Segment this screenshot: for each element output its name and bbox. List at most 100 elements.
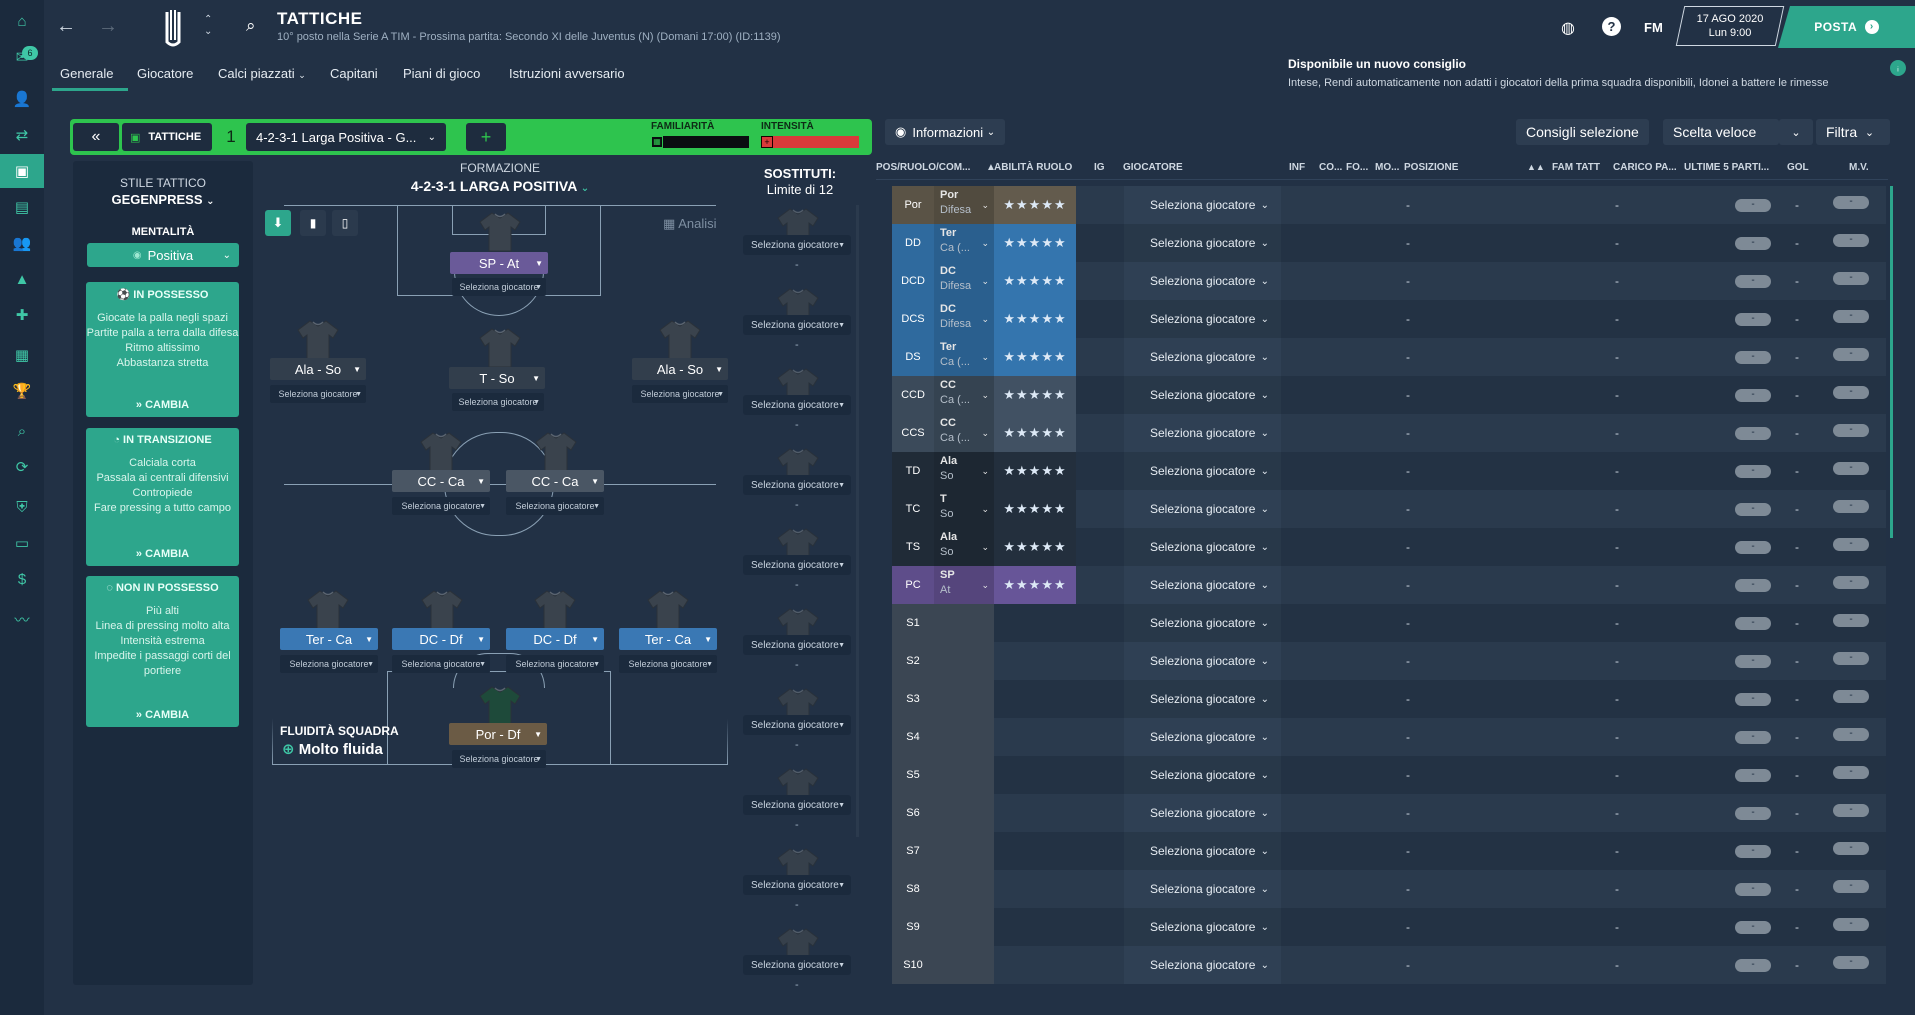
substitute-select[interactable]: Seleziona giocatore▼: [743, 955, 851, 975]
player-select[interactable]: Seleziona giocatore⌄: [1124, 490, 1281, 528]
report-icon[interactable]: 〰: [14, 611, 30, 629]
player-select[interactable]: Seleziona giocatore⌄: [1124, 794, 1281, 832]
formation-select[interactable]: 4-2-3-1 LARGA POSITIVA ⌄: [390, 178, 610, 194]
change-out-of-possession-button[interactable]: » CAMBIA: [86, 709, 239, 721]
analysis-button[interactable]: ▦ Analisi: [663, 216, 717, 232]
clipboard-icon[interactable]: ▤: [14, 199, 30, 216]
select-player-dropdown[interactable]: Seleziona giocatore▼: [506, 497, 604, 515]
change-transition-button[interactable]: » CAMBIA: [86, 548, 239, 560]
select-player-dropdown[interactable]: Seleziona giocatore▼: [506, 655, 604, 673]
style-select[interactable]: GEGENPRESS ⌄: [73, 192, 253, 207]
player-select[interactable]: Seleziona giocatore⌄: [1124, 604, 1281, 642]
training-icon[interactable]: ▲: [14, 270, 30, 288]
role-button-sp[interactable]: SP - At▼: [450, 252, 548, 274]
player-select[interactable]: Seleziona giocatore⌄: [1124, 376, 1281, 414]
player-select[interactable]: Seleziona giocatore⌄: [1124, 528, 1281, 566]
change-in-possession-button[interactable]: » CAMBIA: [86, 399, 239, 411]
fluidity-value-row[interactable]: ⊕ Molto fluida: [282, 740, 383, 758]
tab-giocatore[interactable]: Giocatore: [137, 66, 194, 81]
header-pos-role[interactable]: POS/RUOLO/COM...: [876, 162, 971, 173]
filter-dropdown[interactable]: Filtra ⌄: [1816, 119, 1890, 145]
role-button-ter-right[interactable]: Ter - Ca▼: [619, 628, 717, 650]
header-fo[interactable]: FO...: [1346, 162, 1369, 173]
in-possession-card[interactable]: ⚽ IN POSSESSO Giocate la palla negli spa…: [86, 282, 239, 417]
select-player-dropdown[interactable]: Seleziona giocatore▼: [280, 655, 378, 673]
header-carico[interactable]: CARICO PA...: [1613, 162, 1677, 173]
select-player-dropdown[interactable]: Seleziona giocatore▼: [392, 497, 490, 515]
role-button-t[interactable]: T - So▼: [449, 367, 545, 389]
download-icon[interactable]: ⬇: [265, 210, 291, 236]
role-button-ter-left[interactable]: Ter - Ca▼: [280, 628, 378, 650]
tactic-slot[interactable]: 1: [218, 123, 244, 151]
player-select[interactable]: Seleziona giocatore⌄: [1124, 566, 1281, 604]
calendar-icon[interactable]: ▦: [14, 347, 30, 364]
quick-pick-button[interactable]: Scelta veloce: [1663, 119, 1779, 145]
continue-button[interactable]: POSTA ›: [1778, 6, 1915, 48]
tab-calci-piazzati[interactable]: Calci piazzati ⌄: [218, 66, 306, 81]
add-tactic-button[interactable]: +: [466, 123, 506, 151]
select-player-dropdown[interactable]: Seleziona giocatore▼: [632, 385, 728, 403]
tactics-icon[interactable]: ▣: [0, 154, 44, 188]
tab-capitani[interactable]: Capitani: [330, 66, 378, 81]
player-select[interactable]: Seleziona giocatore⌄: [1124, 718, 1281, 756]
globe-icon[interactable]: ◍: [1561, 20, 1575, 37]
role-button-cc-right[interactable]: CC - Ca▼: [506, 470, 604, 492]
header-mo[interactable]: MO...: [1375, 162, 1400, 173]
information-dropdown[interactable]: ◉Informazioni ⌄: [885, 119, 1006, 145]
role-button-dc-left[interactable]: DC - Df▼: [392, 628, 490, 650]
staff-icon[interactable]: 👥: [12, 235, 32, 252]
header-position[interactable]: POSIZIONE: [1404, 162, 1459, 173]
header-ig[interactable]: IG: [1094, 162, 1105, 173]
player-select[interactable]: Seleziona giocatore⌄: [1124, 680, 1281, 718]
header-player[interactable]: GIOCATORE: [1123, 162, 1183, 173]
forward-arrow-icon[interactable]: →: [98, 15, 118, 37]
substitute-select[interactable]: Seleziona giocatore▼: [743, 315, 851, 335]
back-arrow-icon[interactable]: ←: [56, 15, 76, 37]
scouting-icon[interactable]: ⌕: [17, 422, 27, 440]
player-select[interactable]: Seleziona giocatore⌄: [1124, 414, 1281, 452]
out-of-possession-card[interactable]: ◌ NON IN POSSESSO Più alti Linea di pres…: [86, 576, 239, 727]
role-button-ala-left[interactable]: Ala - So▼: [270, 358, 366, 380]
search-icon[interactable]: ⌕: [246, 16, 256, 35]
header-fam-tatt[interactable]: FAM TATT: [1552, 162, 1600, 173]
collapse-button[interactable]: «: [73, 123, 119, 151]
substitute-select[interactable]: Seleziona giocatore▼: [743, 795, 851, 815]
select-player-dropdown[interactable]: Seleziona giocatore▼: [452, 750, 546, 768]
role-button-ala-right[interactable]: Ala - So▼: [632, 358, 728, 380]
transfers-icon[interactable]: ⟳: [15, 459, 29, 476]
finances-icon[interactable]: $: [17, 570, 27, 588]
shirt-number-icon[interactable]: ▯: [332, 210, 358, 236]
tab-piani-di-gioco[interactable]: Piani di gioco: [403, 66, 481, 81]
transition-card[interactable]: ◔ IN TRANSIZIONE Calciala corta Passala …: [86, 428, 239, 566]
header-mv[interactable]: M.V.: [1849, 162, 1869, 173]
substitute-select[interactable]: Seleziona giocatore▼: [743, 555, 851, 575]
select-player-dropdown[interactable]: Seleziona giocatore▼: [452, 278, 546, 296]
select-player-dropdown[interactable]: Seleziona giocatore▼: [392, 655, 490, 673]
substitute-select[interactable]: Seleziona giocatore▼: [743, 875, 851, 895]
select-player-dropdown[interactable]: Seleziona giocatore▼: [619, 655, 717, 673]
header-last-5[interactable]: ULTIME 5 PARTI...: [1684, 162, 1770, 173]
substitute-select[interactable]: Seleziona giocatore▼: [743, 715, 851, 735]
